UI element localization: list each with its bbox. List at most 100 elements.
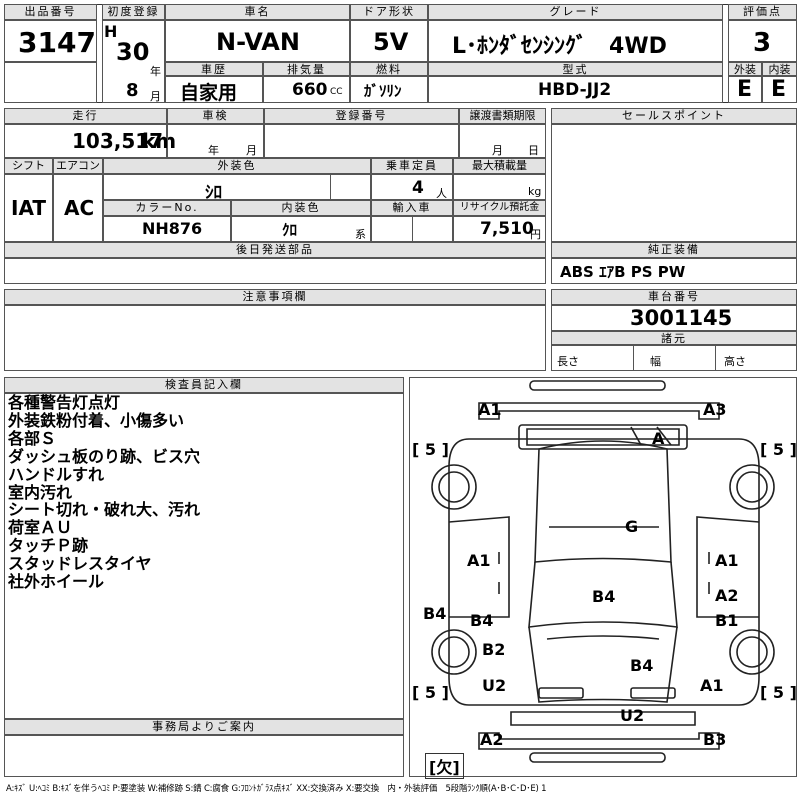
chassis-no: 3001145 <box>630 306 733 330</box>
capacity-label: 乗車定員 <box>371 158 453 174</box>
first-reg-cell <box>102 20 165 103</box>
damage-mark: B4 <box>630 656 654 675</box>
displacement: 660 <box>292 80 328 100</box>
transfer-day-unit: 日 <box>528 144 539 157</box>
transfer-cell <box>459 124 546 158</box>
reg-year: 30 <box>116 38 150 66</box>
int-color-unit: 系 <box>355 228 366 241</box>
chassis-label: 車台番号 <box>551 289 797 305</box>
fuel-cell <box>350 76 428 103</box>
damage-mark: B4 <box>592 587 616 606</box>
capacity-unit: 人 <box>436 187 447 200</box>
width-label: 幅 <box>650 355 661 368</box>
displacement-unit: CC <box>330 87 343 97</box>
recycle-unit: 円 <box>530 228 541 241</box>
damage-mark: A3 <box>703 400 727 419</box>
ac: AC <box>64 196 95 220</box>
damage-mark: A <box>652 429 665 448</box>
transfer-label: 譲渡書類期限 <box>459 108 546 124</box>
model: HBD-JJ2 <box>538 80 612 100</box>
year-unit: 年 <box>150 65 161 78</box>
capacity: 4 <box>412 178 424 198</box>
inspector-note: 外装鉄粉付着、小傷多い <box>8 410 185 430</box>
car-diagram <box>431 380 775 763</box>
max-load-label: 最大積載量 <box>453 158 546 174</box>
tire-br: [ 5 ] <box>760 683 797 702</box>
insp-month-unit: 月 <box>246 144 257 157</box>
door-label: ドア形状 <box>350 4 428 20</box>
insp-year-unit: 年 <box>208 144 219 157</box>
legend: A:ｷｽﾞ U:ﾍｺﾐ B:ｷｽﾞを伴うﾍｺﾐ P:要塗装 W:補修跡 S:錆 … <box>6 784 547 794</box>
damage-mark: G <box>625 517 639 536</box>
exterior-label: 外装 <box>728 62 762 76</box>
score: 3 <box>753 28 772 58</box>
inspector-note: タッチＰ跡 <box>8 536 89 556</box>
lot-no: 3147 <box>18 26 96 59</box>
damage-mark: A1 <box>715 551 739 570</box>
dims-cell <box>551 345 797 371</box>
inspector-note: スタッドレスタイヤ <box>8 554 152 574</box>
ext-color-divider <box>330 174 331 200</box>
damage-mark: B4 <box>423 604 447 623</box>
ext-color-label: 外装色 <box>103 158 371 174</box>
color-no-cell <box>103 216 231 242</box>
damage-mark: B4 <box>470 611 494 630</box>
later-parts-label: 後日発送部品 <box>4 242 546 258</box>
ac-cell <box>53 174 103 242</box>
mileage-label: 走行 <box>4 108 167 124</box>
interior-cell <box>762 76 797 103</box>
model-label: 型式 <box>428 62 723 76</box>
exterior-cell <box>728 76 762 103</box>
damage-mark: A1 <box>467 551 491 570</box>
damage-mark: U2 <box>482 676 507 695</box>
car-name-label: 車名 <box>165 4 350 20</box>
inspector-cell <box>4 393 404 719</box>
car-name: N-VAN <box>216 28 300 56</box>
lot-no-label: 出品番号 <box>4 4 97 20</box>
office-label: 事務局よりご案内 <box>4 719 404 735</box>
interior-label: 内装 <box>762 62 797 76</box>
lot-no-cell <box>4 20 97 62</box>
inspector-note: ハンドルすれ <box>8 464 105 484</box>
import-divider <box>412 216 413 242</box>
score-label: 評価点 <box>728 4 797 20</box>
import-label: 輸入車 <box>371 200 453 216</box>
dims-divider-2 <box>715 345 716 371</box>
door: 5V <box>373 28 409 56</box>
reg-month: 8 <box>126 80 139 101</box>
tire-bl: [ 5 ] <box>412 683 449 702</box>
grade: L･ﾎﾝﾀﾞｾﾝｼﾝｸﾞ 4WD <box>452 34 667 59</box>
model-cell <box>428 76 723 103</box>
inspector-note: 荷室ＡＵ <box>8 518 73 538</box>
equipment-cell <box>551 258 797 284</box>
ext-color-cell <box>103 174 371 200</box>
shift-cell <box>4 174 53 242</box>
inspector-label: 検査員記入欄 <box>4 377 404 393</box>
inspector-note: 各部Ｓ <box>8 428 57 448</box>
exterior-score: E <box>737 77 753 102</box>
fuel: ｶﾞｿﾘﾝ <box>364 82 402 100</box>
history-cell <box>165 76 263 103</box>
fuel-label: 燃料 <box>350 62 428 76</box>
history-label: 車歴 <box>165 62 263 76</box>
sales-point-label: セールスポイント <box>551 108 797 124</box>
damage-mark: A1 <box>700 676 724 695</box>
int-color: ｸﾛ <box>282 221 298 239</box>
month-unit: 月 <box>150 90 161 103</box>
tire-tl: [ 5 ] <box>412 440 449 459</box>
inspector-note: 室内汚れ <box>8 482 73 502</box>
car-name-cell <box>165 20 350 62</box>
inspection-cell <box>167 124 264 158</box>
mileage-cell <box>4 124 167 158</box>
int-color-cell <box>231 216 371 242</box>
spare-tire: [欠] <box>425 753 464 779</box>
reg-no-cell <box>264 124 459 158</box>
damage-mark: U2 <box>620 706 645 725</box>
damage-mark: B1 <box>715 611 739 630</box>
notes-cell <box>4 305 546 371</box>
displacement-label: 排気量 <box>263 62 350 76</box>
inspection-label: 車検 <box>167 108 264 124</box>
first-reg-label: 初度登録 <box>102 4 165 20</box>
reg-no-label: 登録番号 <box>264 108 459 124</box>
